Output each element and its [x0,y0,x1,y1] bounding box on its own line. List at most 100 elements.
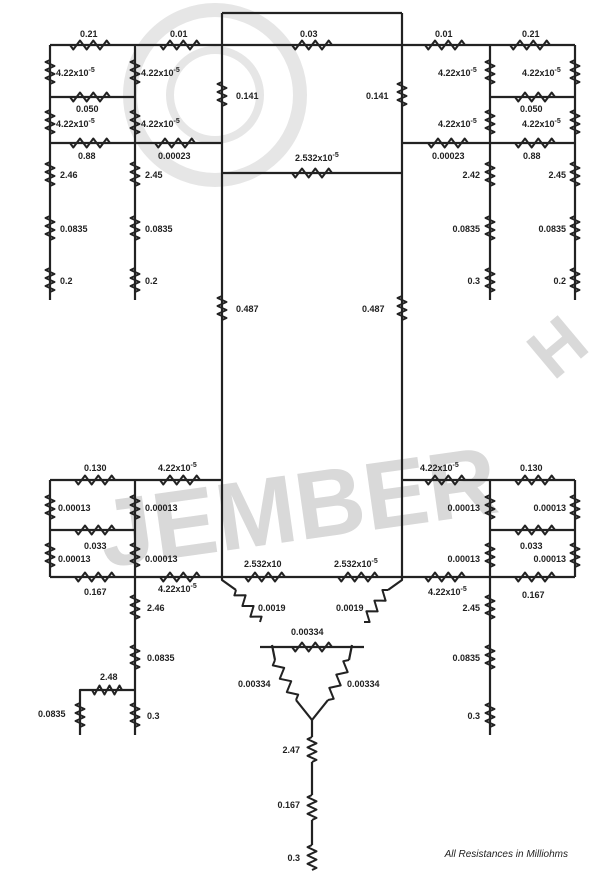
ur-top-link-label: 0.21 [522,29,540,39]
ll-ladder-c-resistor [44,542,56,568]
ul-outer-1-resistor [44,161,56,187]
top-right-link-resistor [509,39,551,51]
ur-inner-2-resistor [484,215,496,241]
ll-branch-leg-label: 0.0835 [38,709,66,719]
core-bridge-resistor [291,167,333,179]
ul-inner-2-label: 0.0835 [145,224,173,234]
core-lower-left-resistor [216,295,228,321]
top-right-label: 0.01 [435,29,453,39]
ul-link-mid-resistor [69,91,111,103]
ur-inner-3-label: 0.3 [467,276,480,286]
lr-top-link-resistor [514,474,556,486]
ur-ladder-b-resistor [569,59,581,85]
ur-cross-link-label: 0.00023 [432,151,465,161]
lr-top-main-label: 4.22x10-5 [420,462,459,473]
core-upper-left-resistor [216,81,228,107]
ll-bottom-main-resistor [159,571,201,583]
resistors [44,39,581,871]
bottom-upper-left-label: 0.0019 [258,603,286,613]
wire [78,688,135,735]
ll-chain-1-label: 2.46 [147,603,165,613]
lr-top-main-resistor [424,474,466,486]
lr-bottom-main-label: 4.22x10-5 [428,586,467,597]
bottom-cross-label: 0.00334 [291,627,324,637]
lr-chain-2-label: 0.0835 [452,653,480,663]
stem-3-label: 0.3 [287,853,300,863]
bottom-upper-left-resistor [233,589,263,623]
ll-chain-3-resistor [129,702,141,728]
bottom-cross-resistor [291,641,333,653]
lr-ladder-d-label: 0.00013 [533,554,566,564]
lr-bottom-link-resistor [514,571,556,583]
core-lower-right-label: 0.487 [362,304,385,314]
ur-link-mid-label: 0.050 [520,104,543,114]
ll-branch-link-resistor [91,684,123,696]
bottom-upper-right-resistor [364,589,388,623]
ur-inner-1-resistor [484,161,496,187]
bottom-bar-left-label: 2.532x10 [244,559,282,569]
lr-bottom-main-resistor [424,571,466,583]
wire [295,699,329,722]
wire [387,577,404,591]
wires [48,11,577,845]
lr-link-mid-resistor [514,524,556,536]
ul-top-link-label: 0.21 [80,29,98,39]
ll-bottom-link-resistor [74,571,116,583]
ll-branch-link-label: 2.48 [100,672,118,682]
ll-bottom-link-label: 0.167 [84,587,107,597]
ur-link-low-resistor [514,137,556,149]
ur-ladder-b-label: 4.22x10-5 [522,67,561,78]
ur-link-low-label: 0.88 [523,151,541,161]
bottom-lower-left-label: 0.00334 [238,679,271,689]
lr-chain-1-resistor [484,594,496,620]
ll-ladder-b-label: 0.00013 [145,503,178,513]
top-center-label: 0.03 [300,29,318,39]
ur-outer-1-resistor [569,161,581,187]
ur-ladder-d-resistor [569,109,581,135]
ul-outer-3-resistor [44,267,56,293]
top-left-label: 0.01 [170,29,188,39]
ur-outer-2-resistor [569,215,581,241]
bottom-bar-right-resistor [337,571,379,583]
bottom-upper-right-label: 0.0019 [336,603,364,613]
stem-2-resistor [306,794,318,821]
ur-ladder-c-resistor [484,109,496,135]
top-left-link-resistor [69,39,111,51]
ul-link-low-resistor [69,137,111,149]
ll-chain-3-label: 0.3 [147,711,160,721]
ul-ladder-b-resistor [129,59,141,85]
watermark-fragment: H [513,301,602,393]
ul-outer-2-label: 0.0835 [60,224,88,234]
core-bridge-label: 2.532x10-5 [295,152,339,163]
top-center-resistor [291,39,333,51]
ul-ladder-d-label: 4.22x10-5 [141,118,180,129]
stem-1-label: 2.47 [282,745,300,755]
ur-outer-1-label: 2.45 [548,170,566,180]
seal-ring [123,3,307,187]
ur-cross-link-resistor [427,137,469,149]
ul-outer-1-label: 2.46 [60,170,78,180]
ll-chain-2-label: 0.0835 [147,653,175,663]
ur-ladder-a-resistor [484,59,496,85]
ur-inner-1-label: 2.42 [462,170,480,180]
ul-ladder-c-label: 4.22x10-5 [56,118,95,129]
bottom-lower-right-label: 0.00334 [347,679,380,689]
ll-ladder-a-resistor [44,494,56,520]
ul-link-low-label: 0.88 [78,151,96,161]
ul-cross-link-resistor [154,137,196,149]
bottom-bar-right-label: 2.532x10-5 [334,558,378,569]
top-left-resistor [159,39,201,51]
seal-core [166,46,264,144]
ll-top-link-label: 0.130 [84,463,107,473]
lr-ladder-c-label: 0.00013 [447,554,480,564]
ul-cross-link-label: 0.00023 [158,151,191,161]
ul-ladder-b-label: 4.22x10-5 [141,67,180,78]
ll-top-link-resistor [74,474,116,486]
ul-inner-2-resistor [129,215,141,241]
ll-top-main-resistor [159,474,201,486]
lr-chain-3-resistor [484,702,496,728]
core-upper-right-label: 0.141 [366,91,389,101]
core-lower-left-label: 0.487 [236,304,259,314]
